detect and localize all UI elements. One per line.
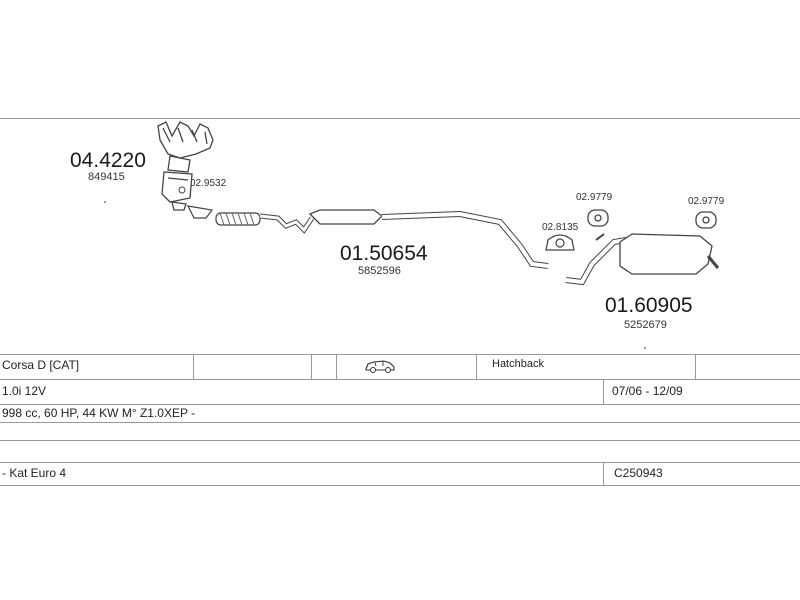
car-icon — [362, 355, 402, 379]
part-code-hanger-right[interactable]: 02.9779 — [688, 196, 725, 207]
clamp-drawing[interactable] — [545, 234, 575, 251]
middle-silencer-drawing[interactable] — [308, 209, 549, 269]
hanger-right-drawing[interactable] — [695, 211, 717, 229]
vehicle-row-6: - Kat Euro 4 C250943 — [0, 462, 800, 486]
engine: 1.0i 12V — [2, 384, 47, 398]
vehicle-row-3: 998 cc, 60 HP, 44 KW M° Z1.0XEP - — [0, 404, 800, 422]
rear-silencer-drawing[interactable] — [565, 233, 720, 286]
top-border — [0, 118, 800, 119]
vehicle-row-4 — [0, 422, 800, 440]
oe-number-middle: 5852596 — [358, 265, 401, 277]
hanger-left-drawing[interactable] — [587, 209, 609, 227]
vehicle-row-1: Corsa D [CAT] Hatchback — [0, 354, 800, 379]
sensor-boss — [178, 186, 186, 194]
exhaust-diagram: 04.4220 849415 02.9532 01.50654 5852596 … — [70, 121, 725, 349]
engine-spec: 998 cc, 60 HP, 44 KW M° Z1.0XEP - — [2, 406, 196, 420]
manifold-drawing[interactable] — [157, 121, 214, 211]
production-years: 07/06 - 12/09 — [612, 384, 683, 398]
vehicle-row-2: 1.0i 12V 07/06 - 12/09 — [0, 379, 800, 404]
gasket-drawing[interactable] — [186, 205, 214, 219]
vehicle-row-5 — [0, 440, 800, 462]
vehicle-model: Corsa D [CAT] — [2, 358, 80, 372]
part-code-clamp[interactable]: 02.8135 — [542, 222, 579, 233]
kat-norm: - Kat Euro 4 — [2, 466, 67, 480]
part-code-middle[interactable]: 01.50654 — [340, 242, 428, 265]
part-code-hanger-left[interactable]: 02.9779 — [576, 192, 613, 203]
part-code-manifold[interactable]: 04.4220 — [70, 149, 146, 172]
part-code-gasket[interactable]: 02.9532 — [190, 178, 227, 189]
front-flex-pipe[interactable] — [215, 212, 315, 234]
reference-number: C250943 — [614, 466, 663, 480]
part-code-rear[interactable]: 01.60905 — [605, 294, 693, 317]
oe-number-rear: 5252679 — [624, 319, 667, 331]
oe-number-manifold: 849415 — [88, 171, 125, 183]
vehicle-body-type: Hatchback — [492, 358, 544, 370]
